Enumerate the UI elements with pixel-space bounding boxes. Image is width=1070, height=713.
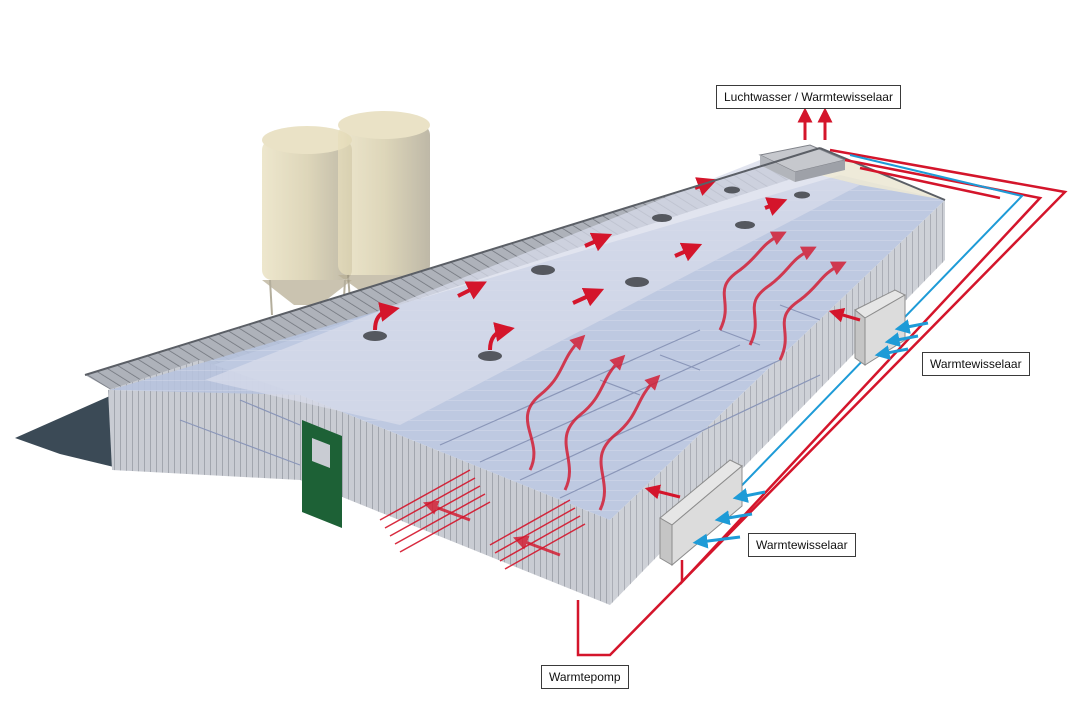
air-scrubber-unit xyxy=(758,107,847,182)
door-icon xyxy=(302,420,342,528)
heat-exchanger-front xyxy=(659,459,743,567)
piping-cold xyxy=(719,154,1024,509)
warm-air-flows xyxy=(422,231,847,557)
blue-arrow-icon xyxy=(692,319,929,549)
ceiling-vent-icon xyxy=(363,186,810,361)
label-warmtewisselaar-front: Warmtewisselaar xyxy=(748,533,856,557)
label-warmtepomp: Warmtepomp xyxy=(541,665,629,689)
label-luchtwasser: Luchtwasser / Warmtewisselaar xyxy=(716,85,901,109)
red-arrow-icon xyxy=(373,177,788,351)
ground-shadow xyxy=(15,395,118,468)
label-warmtewisselaar-right: Warmtewisselaar xyxy=(922,352,1030,376)
silo-icon xyxy=(262,126,352,316)
silo-icon xyxy=(338,111,430,301)
ceiling-glass xyxy=(205,160,860,425)
red-arrow-icon xyxy=(644,307,861,500)
piping-warm xyxy=(576,148,1068,657)
